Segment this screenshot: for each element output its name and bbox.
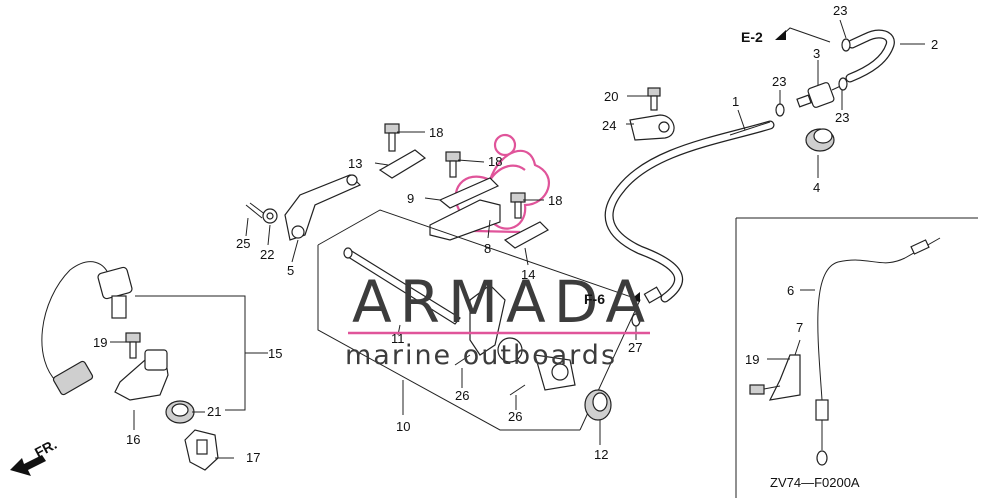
label-part-24: 24 <box>602 118 616 133</box>
label-part-6: 6 <box>787 283 794 298</box>
label-part-3: 3 <box>813 46 820 61</box>
label-part-18c: 18 <box>548 193 562 208</box>
drawing-code: ZV74—F0200A <box>770 475 860 490</box>
leader-lines <box>110 19 925 459</box>
link-arm-5 <box>284 174 362 241</box>
callout-15-bracket <box>135 295 268 411</box>
label-part-18b: 18 <box>488 154 502 169</box>
label-part-21: 21 <box>207 404 221 419</box>
label-part-19b: 19 <box>745 352 759 367</box>
fuel-filter <box>796 82 846 108</box>
label-part-4: 4 <box>813 180 820 195</box>
grommet-21 <box>165 400 195 424</box>
label-part-19a: 19 <box>93 335 107 350</box>
label-part-1: 1 <box>732 94 739 109</box>
label-part-14: 14 <box>521 267 535 282</box>
assembly-box-10 <box>317 209 641 431</box>
label-part-5: 5 <box>287 263 294 278</box>
label-part-10: 10 <box>396 419 410 434</box>
label-part-8: 8 <box>484 241 491 256</box>
label-part-7: 7 <box>796 320 803 335</box>
label-part-9: 9 <box>407 191 414 206</box>
label-part-12: 12 <box>594 447 608 462</box>
lever-assembly <box>469 284 576 391</box>
bolt-19-right <box>749 384 781 395</box>
ref-front: FR. <box>32 436 59 461</box>
label-part-20: 20 <box>604 89 618 104</box>
bolt-19-left <box>125 332 141 359</box>
washer-22 <box>262 208 278 224</box>
grommet-4 <box>805 128 835 152</box>
label-part-15: 15 <box>268 346 282 361</box>
clamp-24 <box>629 114 675 141</box>
grommet-12 <box>584 389 612 421</box>
label-part-18a: 18 <box>429 125 443 140</box>
label-part-26b: 26 <box>508 409 522 424</box>
watermark-tagline: marine outboards <box>345 340 617 371</box>
cable-6 <box>815 237 941 466</box>
fuel-hose-1 <box>604 120 775 304</box>
ref-f6: F-6 <box>584 291 605 307</box>
front-arrow-icon <box>10 455 46 476</box>
label-part-23b: 23 <box>835 110 849 125</box>
cable-box <box>735 217 978 498</box>
plates <box>378 149 549 249</box>
switch-assembly <box>41 261 133 396</box>
label-part-13: 13 <box>348 156 362 171</box>
pins-26 <box>454 354 526 396</box>
bolt-18-group <box>384 123 526 219</box>
bolt-20 <box>647 87 661 111</box>
holder-17 <box>184 429 219 471</box>
label-part-2: 2 <box>931 37 938 52</box>
label-part-22: 22 <box>260 247 274 262</box>
label-part-23a: 23 <box>833 3 847 18</box>
label-part-23c: 23 <box>772 74 786 89</box>
shaft-11 <box>343 247 461 325</box>
label-part-16: 16 <box>126 432 140 447</box>
label-part-27: 27 <box>628 340 642 355</box>
ref-e2: E-2 <box>741 29 763 45</box>
label-part-25: 25 <box>236 236 250 251</box>
hose-clips <box>775 38 851 117</box>
fuel-hose-2 <box>845 29 895 83</box>
f6-arrow-icon <box>630 292 640 302</box>
label-part-11: 11 <box>391 331 405 346</box>
label-part-26a: 26 <box>455 388 469 403</box>
bracket-16 <box>114 349 169 401</box>
label-part-17: 17 <box>246 450 260 465</box>
bracket-7 <box>768 354 801 401</box>
e2-arrow-icon <box>775 27 831 43</box>
watermark-brand: ARMADA <box>352 268 653 336</box>
